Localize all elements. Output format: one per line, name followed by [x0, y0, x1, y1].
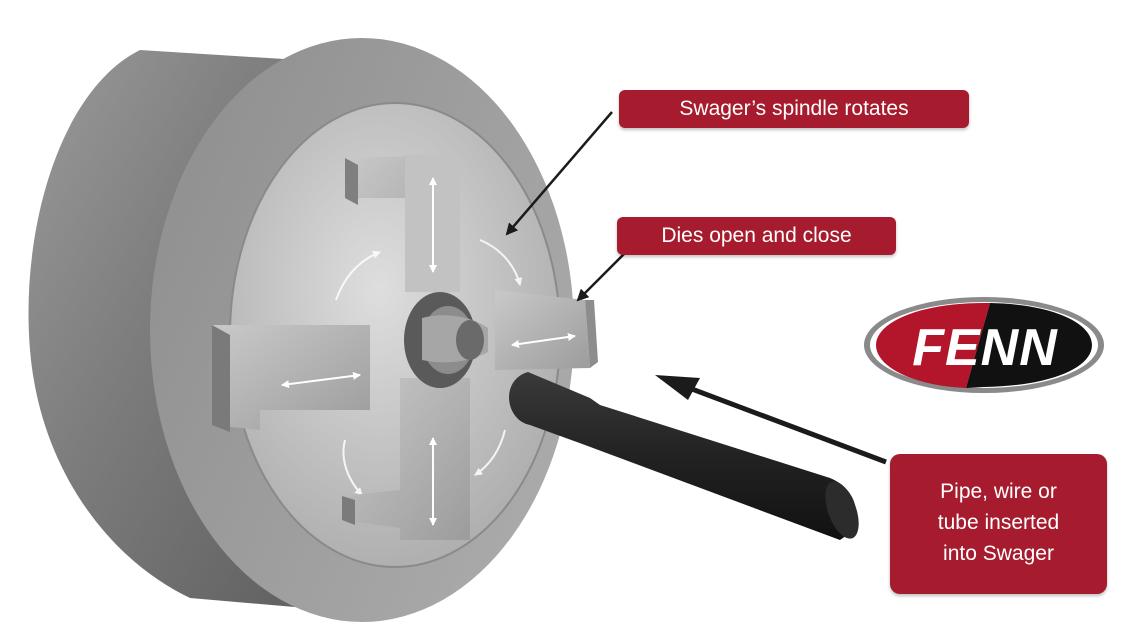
spindle-face — [230, 103, 560, 567]
dies — [212, 155, 598, 540]
pipe-rod — [509, 372, 859, 540]
logo-text: FENN — [912, 319, 1058, 377]
rotation-arrows — [335, 239, 523, 496]
callout-spindle-text: Swager’s spindle rotates — [679, 97, 909, 120]
die-right — [495, 290, 590, 370]
callout-pipe-line-1: Pipe, wire or — [940, 480, 1057, 503]
spindle-pointer-arrow — [505, 111, 613, 236]
die-left-arrow — [281, 371, 361, 389]
die-right-arrow — [511, 333, 576, 348]
center-bore — [404, 292, 488, 388]
callout-spindle-rotates: Swager’s spindle rotates — [619, 90, 969, 128]
die-bottom — [342, 378, 470, 540]
callout-dies-open-close: Dies open and close — [617, 217, 896, 255]
callout-pipe-line-2: tube inserted — [937, 511, 1060, 534]
insert-direction-arrow — [666, 377, 887, 465]
fenn-logo-icon: FENN — [864, 297, 1104, 393]
callout-pipe-line-3: into Swager — [943, 542, 1054, 565]
callout-pipe-inserted: Pipe, wire or tube inserted into Swager — [890, 454, 1107, 594]
callout-dies-text: Dies open and close — [661, 224, 852, 247]
dies-pointer-arrow — [576, 251, 627, 302]
